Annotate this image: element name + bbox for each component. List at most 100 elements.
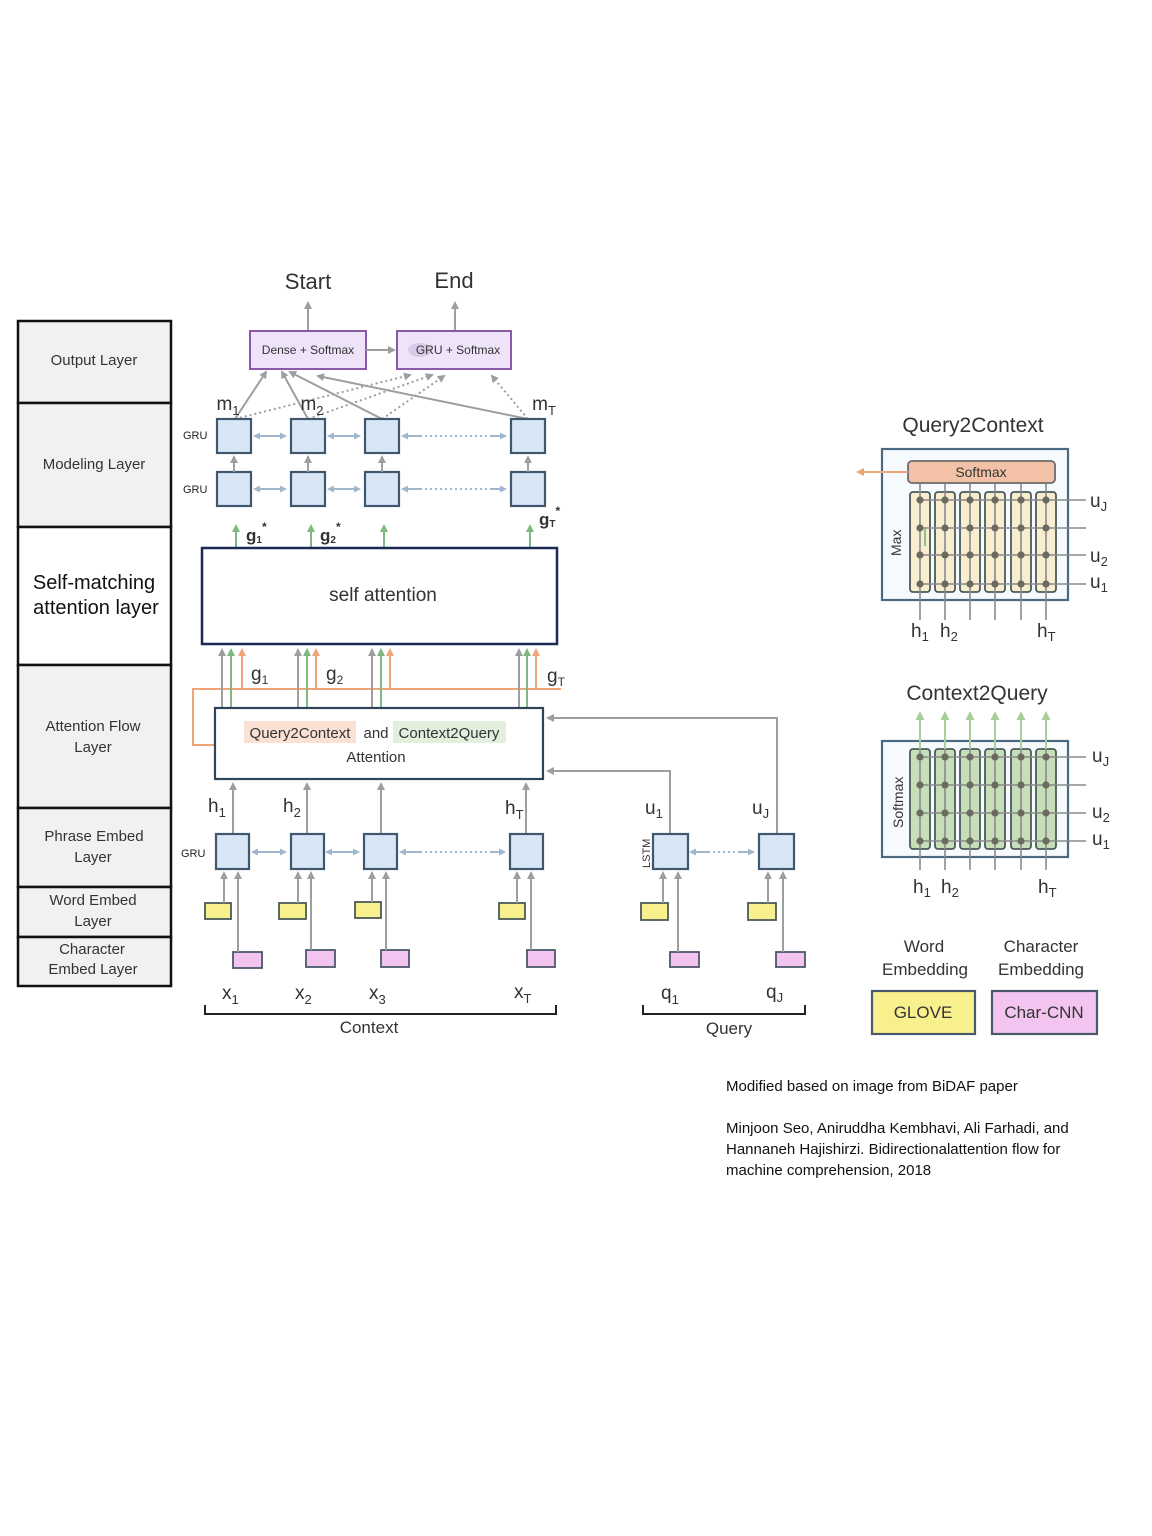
x2-label: x2 [295,983,312,1007]
dense-softmax-label: Dense + Softmax [262,343,354,357]
legend-char-line1: Character [1004,937,1079,956]
context-bracket [204,1005,557,1015]
word-embed-q1 [640,902,669,921]
grid-dot [991,781,999,789]
grid-dot [966,837,974,845]
phrase-gru-label: GRU [181,848,206,860]
gstar1-label: g1* [246,520,267,546]
legend-word-line1: Word [904,937,944,956]
q2c-text: Query2Context [250,725,352,742]
context-label: Context [340,1018,399,1037]
grid-dot [916,551,924,559]
c2q-u1-label: u1 [1092,829,1110,852]
grid-dot [991,551,999,559]
x1-label: x1 [222,983,239,1007]
c2q-panel-title: Context2Query [906,682,1048,705]
query-bracket [642,1005,806,1015]
grid-dot [916,837,924,845]
layer-box-phrase-embed [16,806,173,889]
grid-dot [941,753,949,761]
grid-dot [916,781,924,789]
grid-dot [916,753,924,761]
q2c-panel: Query2Context Softmax Max uJ u2 u1 h1 h2… [856,414,1108,644]
char-embed-x1 [232,951,263,969]
grid-dot [991,496,999,504]
c2q-grid [909,711,1086,870]
grid-dot [1042,781,1050,789]
legend-char-line2: Embedding [998,960,1084,979]
grid-dot [1042,753,1050,761]
layer-label-phrase-embed-1: Phrase Embed [44,828,143,845]
modeling-cell-top-2 [289,417,327,455]
mT-to-dense-arrow [316,373,529,420]
grid-dot [991,809,999,817]
grid-dot [1042,496,1050,504]
layer-label-self-matching-2: attention layer [33,597,159,619]
c2q-hT-label: hT [1038,877,1057,900]
grid-dot [966,496,974,504]
gru-softmax-label: GRU + Softmax [416,343,500,357]
q2c-max-label: Max [888,530,904,556]
c2q-panel: Context2Query Softmax uJ u2 u1 h1 h2 hT [880,682,1110,900]
q2c-hT-label: hT [1037,621,1056,644]
phrase-embed-layer: h1 h2 hT GRU u1 uJ LSTM [181,782,796,871]
modeling-cell-top-T [509,417,547,455]
mT-label: mT [532,394,556,418]
layer-label-word-embed-2: Layer [74,913,112,930]
grid-dot [1017,837,1025,845]
q2c-u2-label: u2 [1090,546,1108,569]
and-text: and [363,725,388,742]
grid-dot [966,551,974,559]
query-label: Query [706,1019,753,1038]
q2c-highlight [244,721,356,743]
legend: Word Embedding Character Embedding GLOVE… [870,937,1099,1036]
legend-charcnn-label: Char-CNN [1004,1003,1083,1022]
u1-label: u1 [645,798,663,821]
grid-dot [1017,551,1025,559]
layer-label-char-embed-1: Character [59,941,125,958]
c2q-h2-label: h2 [941,877,959,900]
m2-label: m2 [300,394,323,418]
end-label: End [434,268,473,293]
grid-dot [966,753,974,761]
grid-dot [991,753,999,761]
layer-box-output [16,319,173,405]
grid-dot [941,496,949,504]
modeling-gru-label-bottom: GRU [183,484,208,496]
self-attention-box [200,546,559,646]
layer-label-attention-flow-2: Layer [74,739,112,756]
c2q-text: Context2Query [399,725,500,742]
word-embed-x2 [278,902,307,920]
modeling-cell-bottom-1 [215,470,253,508]
gT-label: gT [547,666,566,689]
embedding-layers [204,871,806,969]
g2-label: g2 [326,664,344,687]
grid-dot [1042,551,1050,559]
grid-dot [916,524,924,532]
grid-dot [966,524,974,532]
x3-label: x3 [369,983,386,1007]
legend-glove-box [870,989,977,1036]
char-embed-q1 [669,951,700,968]
legend-glove-label: GLOVE [894,1003,953,1022]
q2c-panel-title: Query2Context [902,414,1043,437]
output-layer: Start End Dense + Softmax GRU + Softmax [234,268,529,420]
q2c-softmax-label: Softmax [955,464,1006,480]
c2q-uJ-label: uJ [1092,746,1109,769]
grid-dot [991,580,999,588]
qJ-label: qJ [766,982,783,1005]
grid-dot [966,781,974,789]
grid-dot [941,809,949,817]
query-cell-1 [651,832,690,871]
m1-label: m1 [216,394,239,418]
source-note: Modified based on image from BiDAF paper [726,1078,1018,1095]
q2c-uJ-label: uJ [1090,491,1107,514]
grid-dot [966,580,974,588]
grid-dot [1042,524,1050,532]
grid-dot [1042,580,1050,588]
phrase-cell-2 [289,832,326,871]
q2c-grid [909,484,1086,620]
grid-dot [1017,753,1025,761]
layer-box-modeling [16,401,173,529]
lstm-label: LSTM [641,839,653,868]
